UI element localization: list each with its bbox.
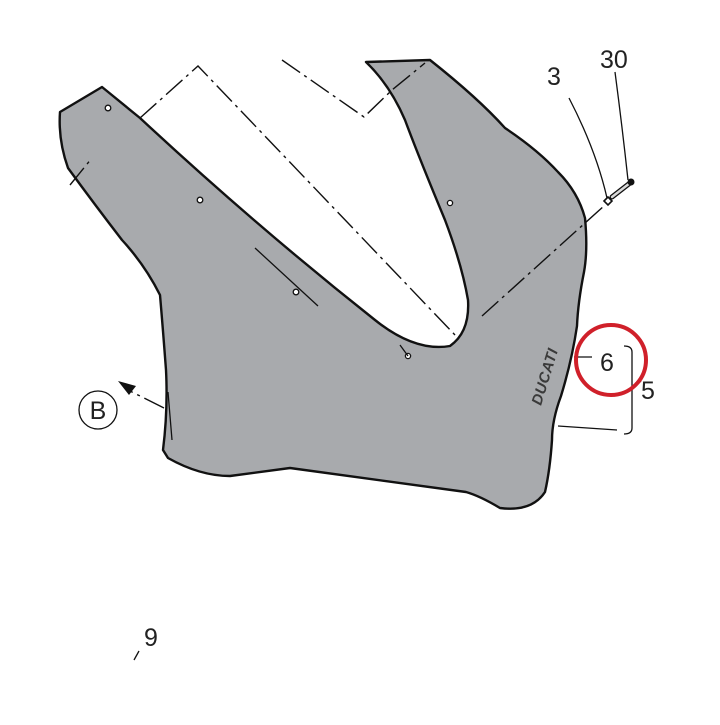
washer-icon <box>602 195 614 207</box>
callout-label-9: 9 <box>144 624 158 652</box>
assembly-line <box>69 157 93 186</box>
callout-label-6: 6 <box>600 349 614 377</box>
assembly-line <box>481 204 606 317</box>
view-b-marker <box>78 390 118 430</box>
screw-hole <box>196 196 204 204</box>
highlight-ring <box>574 323 648 397</box>
view-b-label: B <box>90 397 107 425</box>
assembly-line <box>139 65 456 336</box>
leader-line-9 <box>133 650 140 661</box>
assembly-line <box>127 389 165 409</box>
screw-hole-lead <box>399 344 409 357</box>
screw-icon <box>609 178 635 200</box>
callout-label-3: 3 <box>547 63 561 91</box>
leader-line-3 <box>568 97 608 199</box>
callout-label-top-partial: 30 <box>600 46 628 74</box>
callout-label-5: 5 <box>641 377 655 405</box>
screw-hole <box>446 199 454 207</box>
panel-molding-line <box>254 247 319 307</box>
assembly-line <box>281 59 426 118</box>
leader-line-30 <box>614 71 629 181</box>
arrow-to-view-b-icon <box>118 381 136 395</box>
panel-edge-notch <box>167 391 173 441</box>
screw-hole <box>104 104 112 112</box>
fairing-panel <box>58 58 588 510</box>
screw-hole <box>292 288 300 296</box>
leader-line-bracket-bottom <box>557 425 618 431</box>
